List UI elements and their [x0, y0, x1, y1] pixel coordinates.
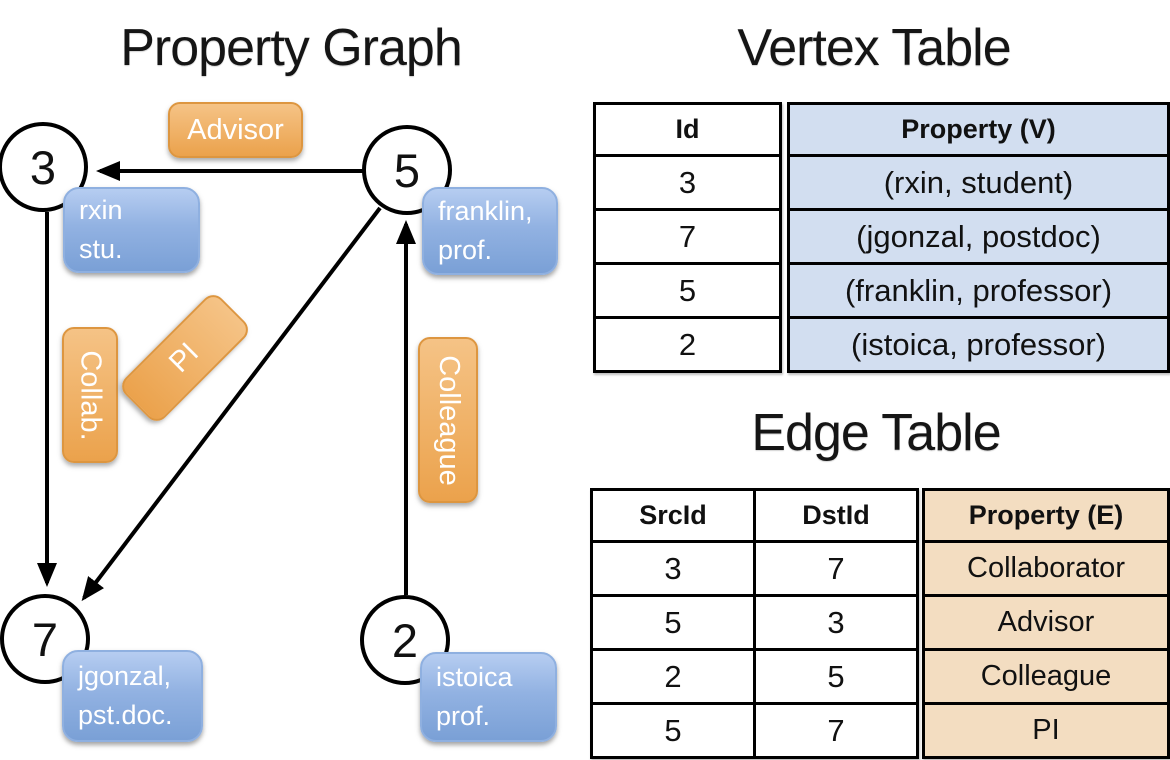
- edge-label-text: Advisor: [187, 113, 284, 146]
- edge-table-cell: 5: [753, 648, 919, 705]
- edge-table-header-property: Property (E): [922, 488, 1170, 543]
- edge-table-cell: 3: [753, 594, 919, 651]
- vertex-property-box-istoica: istoica prof.: [420, 652, 557, 742]
- vertex-table-cell: (istoica, professor): [787, 316, 1170, 373]
- edge-label-text: PI: [163, 336, 206, 379]
- vertex-table-cell: 2: [593, 316, 782, 373]
- vertex-table-header-property: Property (V): [787, 102, 1170, 157]
- vertex-table-property-column: Property (V) (rxin, student) (jgonzal, p…: [787, 102, 1170, 373]
- graph-node-2: 2: [360, 595, 450, 685]
- vertex-property-box-franklin: franklin, prof.: [422, 187, 558, 275]
- node-3-id: 3: [29, 140, 57, 194]
- edge-table-cell: Colleague: [922, 648, 1170, 705]
- edge-table-cell: 5: [590, 594, 756, 651]
- edge-table-cell: 7: [753, 702, 919, 759]
- edge-table-cell: Collaborator: [922, 540, 1170, 597]
- node-2-id: 2: [391, 613, 419, 667]
- node-7-id: 7: [31, 612, 59, 666]
- vertex-table-cell: 3: [593, 154, 782, 211]
- vertex-property-box-jgonzal: jgonzal, pst.doc.: [62, 650, 203, 742]
- edge-table-cell: Advisor: [922, 594, 1170, 651]
- edge-table-header-dstid: DstId: [753, 488, 919, 543]
- vertex-property-line: pst.doc.: [78, 700, 173, 730]
- edge-label-text: Colleague: [432, 354, 465, 486]
- edge-table-id-columns: SrcId DstId 3 7 5 3 2 5 5 7: [590, 488, 919, 759]
- edge-table-cell: 3: [590, 540, 756, 597]
- vertex-table-cell: 5: [593, 262, 782, 319]
- vertex-property-line: franklin,: [438, 196, 533, 226]
- edge-table-property-column: Property (E) Collaborator Advisor Collea…: [922, 488, 1170, 759]
- vertex-table-cell: (franklin, professor): [787, 262, 1170, 319]
- vertex-property-line: stu.: [79, 234, 123, 264]
- node-5-id: 5: [393, 143, 421, 197]
- vertex-table-header-id: Id: [593, 102, 782, 157]
- edge-table-cell: 5: [590, 702, 756, 759]
- graph-node-5: 5: [362, 125, 452, 215]
- vertex-table-cell: (jgonzal, postdoc): [787, 208, 1170, 265]
- edge-label-box-collab: Collab.: [62, 327, 118, 463]
- property-graph-title: Property Graph: [120, 19, 463, 77]
- edge-table-cell: PI: [922, 702, 1170, 759]
- vertex-property-line: jgonzal,: [78, 661, 172, 691]
- vertex-table-id-column: Id 3 7 5 2: [593, 102, 782, 373]
- graph-edges-layer: [37, 161, 416, 602]
- vertex-property-line: rxin: [79, 195, 123, 225]
- vertex-table-cell: (rxin, student): [787, 154, 1170, 211]
- vertex-table-cell: 7: [593, 208, 782, 265]
- vertex-property-box-rxin: rxin stu.: [63, 187, 200, 273]
- edge-label-box-advisor: Advisor: [168, 102, 303, 158]
- edge-label-box-colleague: Colleague: [418, 337, 478, 503]
- vertex-property-line: istoica: [436, 662, 513, 692]
- edge-label-text: Collab.: [74, 349, 107, 441]
- vertex-property-line: prof.: [438, 235, 493, 265]
- edge-table-header-srcid: SrcId: [590, 488, 756, 543]
- edge-table-cell: 7: [753, 540, 919, 597]
- edge-table-title: Edge Table: [751, 404, 1001, 462]
- vertex-table-title: Vertex Table: [737, 19, 1011, 77]
- edge-table-cell: 2: [590, 648, 756, 705]
- edge-pi-5-to-7: [81, 206, 382, 602]
- vertex-property-line: prof.: [436, 701, 491, 731]
